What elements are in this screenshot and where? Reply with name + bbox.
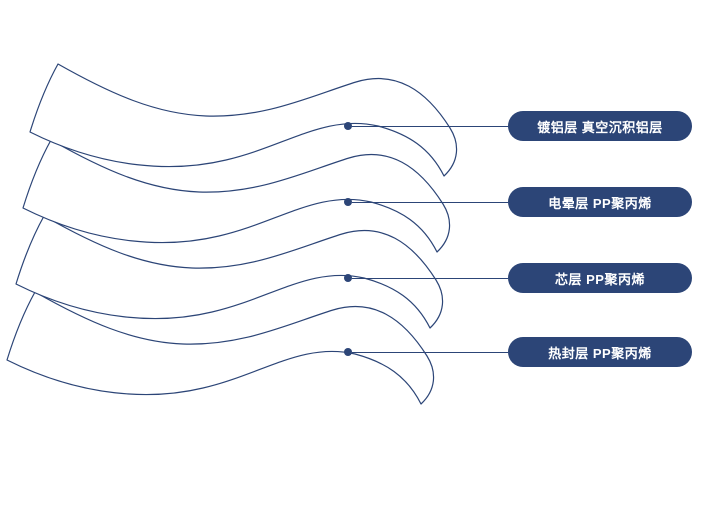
connector-line bbox=[352, 277, 508, 279]
connector-line bbox=[352, 351, 508, 353]
connector-dot bbox=[344, 274, 352, 282]
layer-label-pill: 电晕层 PP聚丙烯 bbox=[508, 187, 692, 217]
callout-layer-1: 镀铝层 真空沉积铝层 bbox=[344, 111, 692, 141]
callout-layer-2: 电晕层 PP聚丙烯 bbox=[344, 187, 692, 217]
connector-line bbox=[352, 201, 508, 203]
connector-dot bbox=[344, 122, 352, 130]
connector-dot bbox=[344, 348, 352, 356]
layer-label-pill: 热封层 PP聚丙烯 bbox=[508, 337, 692, 367]
callout-layer-4: 热封层 PP聚丙烯 bbox=[344, 337, 692, 367]
connector-line bbox=[352, 125, 508, 127]
layer-label-pill: 芯层 PP聚丙烯 bbox=[508, 263, 692, 293]
callout-layer-3: 芯层 PP聚丙烯 bbox=[344, 263, 692, 293]
layer-label-pill: 镀铝层 真空沉积铝层 bbox=[508, 111, 692, 141]
connector-dot bbox=[344, 198, 352, 206]
